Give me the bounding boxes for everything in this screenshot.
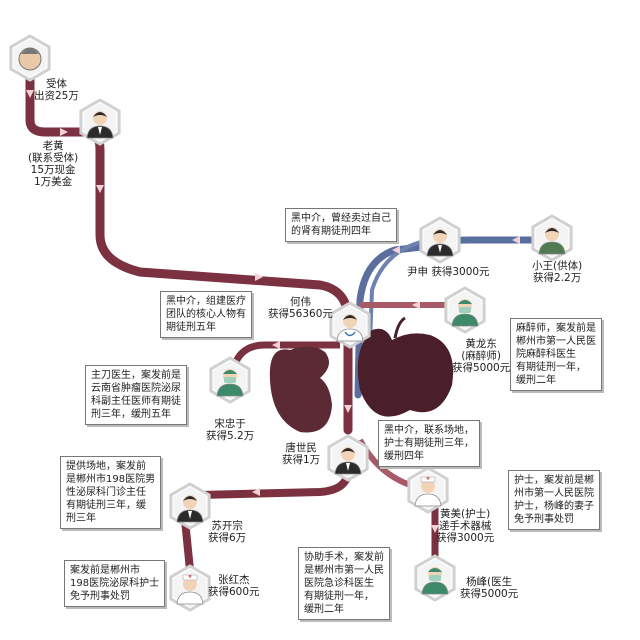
label-donor: 受体出资25万 [34,78,79,102]
label-xiao-wang: 小王(供体)获得2.2万 [532,260,583,284]
label-tang-shimin: 唐世民获得1万 [282,442,321,466]
kidney-icon [269,346,332,433]
note-huang-mei: 护士，案发前是郴州市第一人民医院护士，杨峰的妻子免予刑事处罚 [508,470,600,530]
donor-face-icon [9,34,51,82]
label-song-zhongyu: 宋忠于获得5.2万 [206,418,255,442]
label-su-kaizong: 苏开宗获得6万 [208,520,247,544]
man-in-suit-icon [79,98,121,146]
surgeon-masked-icon [414,554,456,602]
note-he-wei: 黑中介，组建医疗团队的核心人物有期徒刑五年 [160,291,252,338]
young-man-icon [531,214,573,262]
note-yang-feng: 协助手术，案发前是郴州市第一人民医院急诊科医生有期徒刑一年，缓刑二年 [298,547,390,620]
label-zhang-hongjie: 张红杰获得600元 [208,574,260,598]
surgeon-masked-icon [444,286,486,334]
nurse-icon [407,466,449,514]
note-huang-longdong: 麻醉师，案发前是郴州市第一人民医院麻醉科医生有期徒刑一年，缓刑二年 [510,318,602,391]
note-yin-shen: 黑中介，曾经卖过自己的肾有期徒刑四年 [285,208,397,242]
label-huang-longdong: 黄龙东(麻醉师)获得5000元 [452,338,511,374]
label-he-wei: 何伟获得56360元 [268,296,333,320]
nurse-icon [169,564,211,612]
doctor-icon [329,301,371,349]
label-yin-shen: 尹申 获得3000元 [407,266,490,278]
note-su-kaizong: 提供场地，案发前是郴州市198医院男性泌尿科门诊主任有期徒刑三年，缓刑三年 [60,456,162,529]
note-song-zhongyu: 主刀医生，案发前是云南省肿瘤医院泌尿科副主任医师有期徒刑三年，缓刑五年 [85,365,187,425]
liver-stem [393,316,406,339]
label-yang-feng: 杨峰(医生获得5000元 [460,576,519,600]
flow-arrows [26,90,520,533]
label-huang-mei: 黄美(护士)递手术器械获得3000元 [436,508,495,544]
man-in-suit-icon [327,434,369,482]
man-in-suit-icon [169,482,211,530]
liver-icon [357,328,454,417]
surgeon-masked-icon [209,356,251,404]
node-icons [9,34,573,612]
note-tang-shimin: 黑中介，联系场地，护士有期徒刑三年，缓刑四年 [378,420,480,467]
man-in-suit-icon [419,216,461,264]
